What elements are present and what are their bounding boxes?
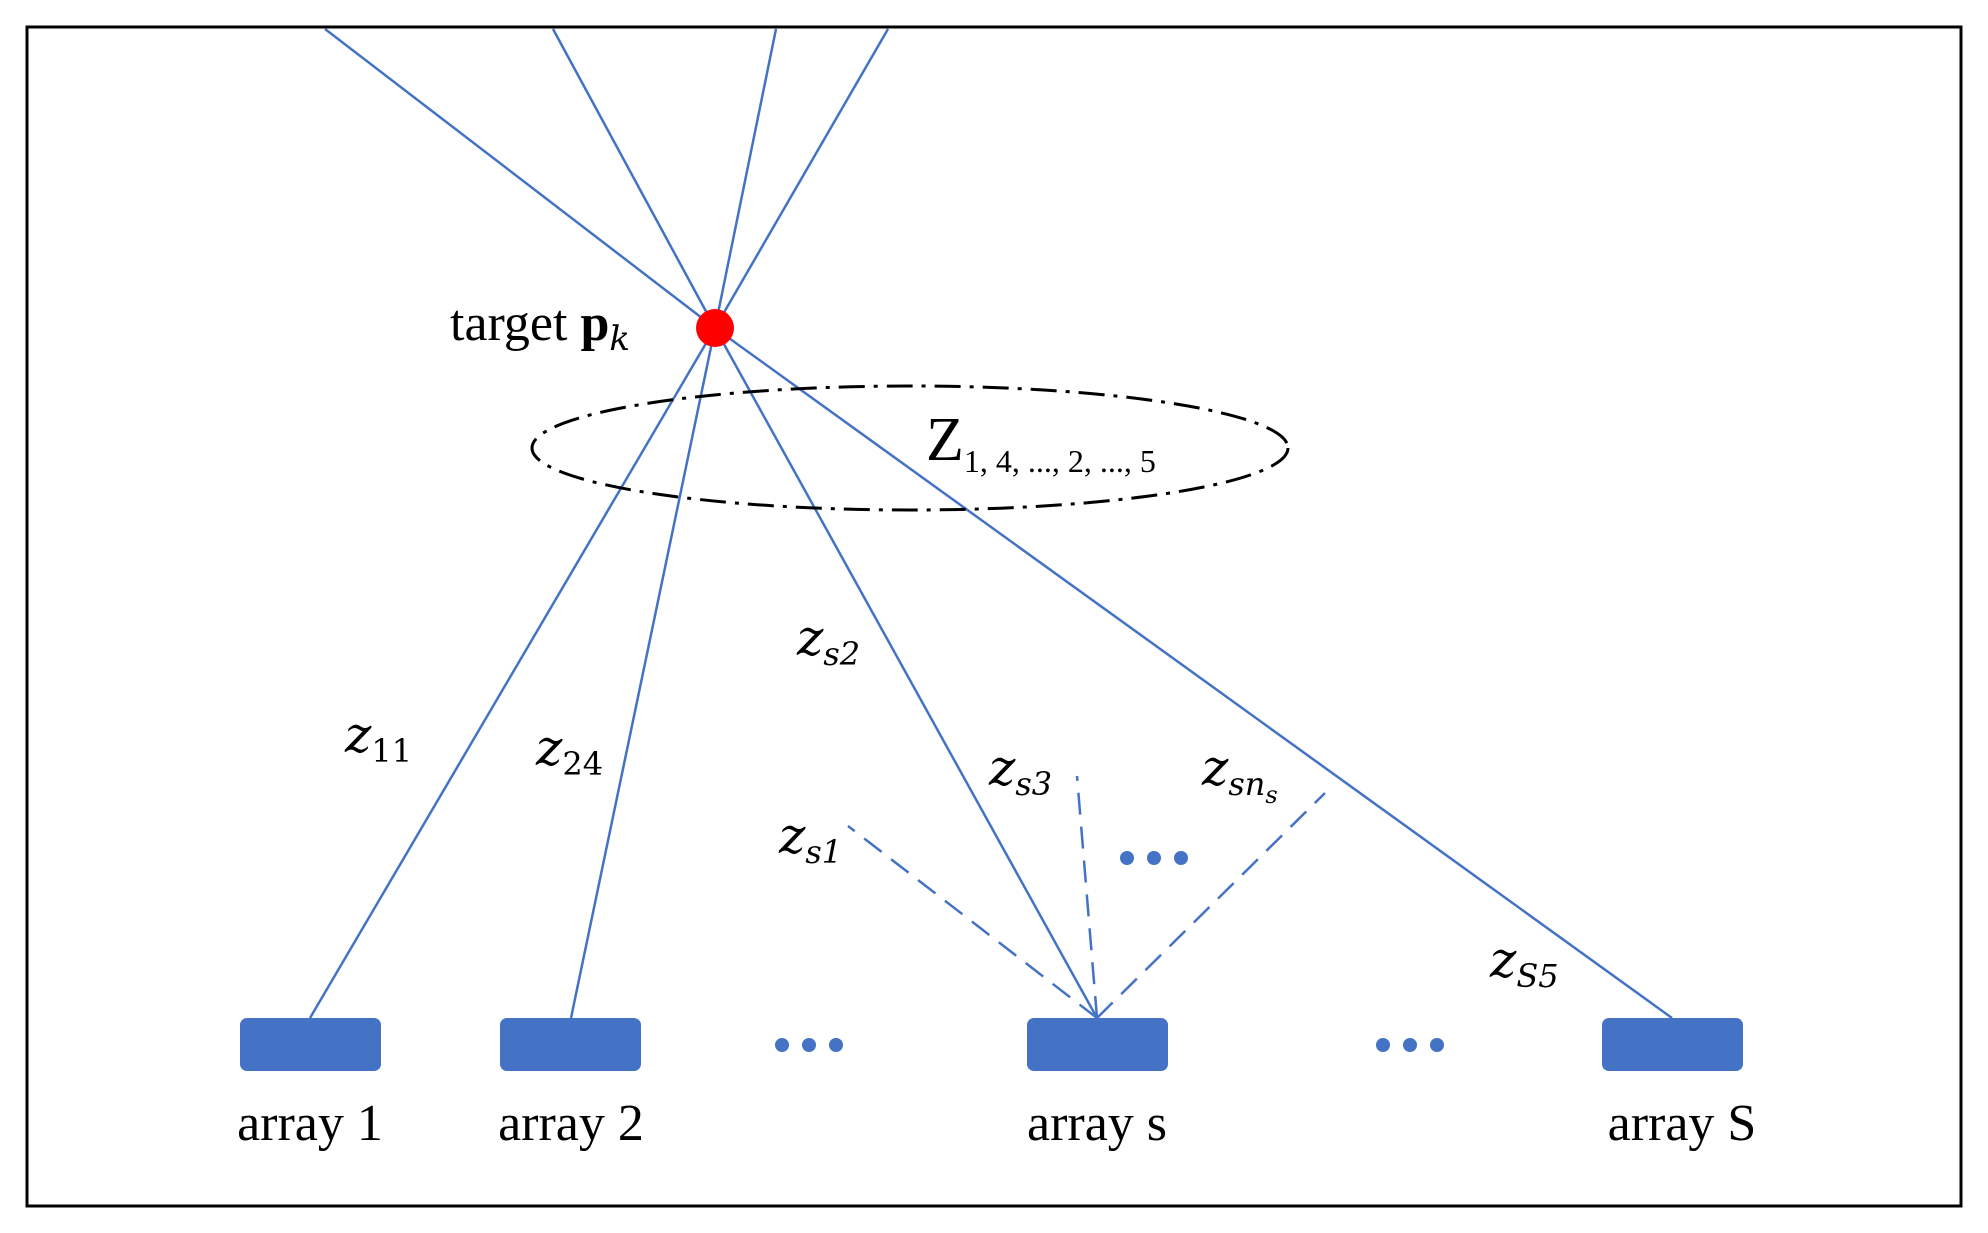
- array-1-label: array 1: [237, 1095, 383, 1152]
- grouping-ellipse: [530, 384, 1290, 512]
- dashed-ray-zs1: [847, 825, 1098, 1019]
- ray-line-array-2: [569, 327, 717, 1019]
- label-zsns: zsns: [1201, 739, 1278, 809]
- ellipsis-dots-left: [775, 1038, 843, 1052]
- ray-line-array-S: [714, 326, 1673, 1020]
- target-subscript: k: [609, 319, 630, 359]
- group-label: Z1, 4, ..., 2, ..., 5: [926, 406, 1156, 479]
- ray-line-upper-2: [551, 28, 717, 329]
- target-label: target pk: [450, 295, 630, 359]
- array-s-label: array s: [1027, 1095, 1167, 1152]
- label-zs2: zs2: [796, 609, 860, 673]
- array-S-label: array S: [1608, 1095, 1757, 1152]
- target-symbol: p: [580, 295, 609, 352]
- array-2-sensor: [500, 1018, 641, 1071]
- ray-line-upper-4: [713, 28, 890, 329]
- label-zS5: zS5: [1489, 931, 1559, 995]
- target-dot: [696, 309, 734, 347]
- group-subscript: 1, 4, ..., 2, ..., 5: [964, 443, 1156, 479]
- ray-line-array-s: [713, 327, 1099, 1019]
- label-z11: z11: [344, 706, 412, 770]
- array-2-label: array 2: [498, 1095, 644, 1152]
- dashed-ray-zsns: [1096, 792, 1326, 1019]
- label-zs1: zs1: [778, 807, 842, 871]
- array-1-sensor: [240, 1018, 381, 1071]
- ray-line-array-1: [308, 327, 717, 1019]
- array-s-sensor: [1027, 1018, 1168, 1071]
- ray-line-upper-3: [713, 28, 778, 329]
- ray-line-upper-1: [324, 28, 716, 329]
- label-z24: z24: [535, 719, 603, 783]
- ellipsis-dots-upper: [1120, 851, 1188, 865]
- dashed-ray-zs3: [1075, 775, 1099, 1019]
- array-S-sensor: [1602, 1018, 1743, 1071]
- label-zs3: zs3: [988, 739, 1052, 803]
- diagram-border: [25, 25, 1963, 1208]
- ellipsis-dots-right: [1376, 1038, 1444, 1052]
